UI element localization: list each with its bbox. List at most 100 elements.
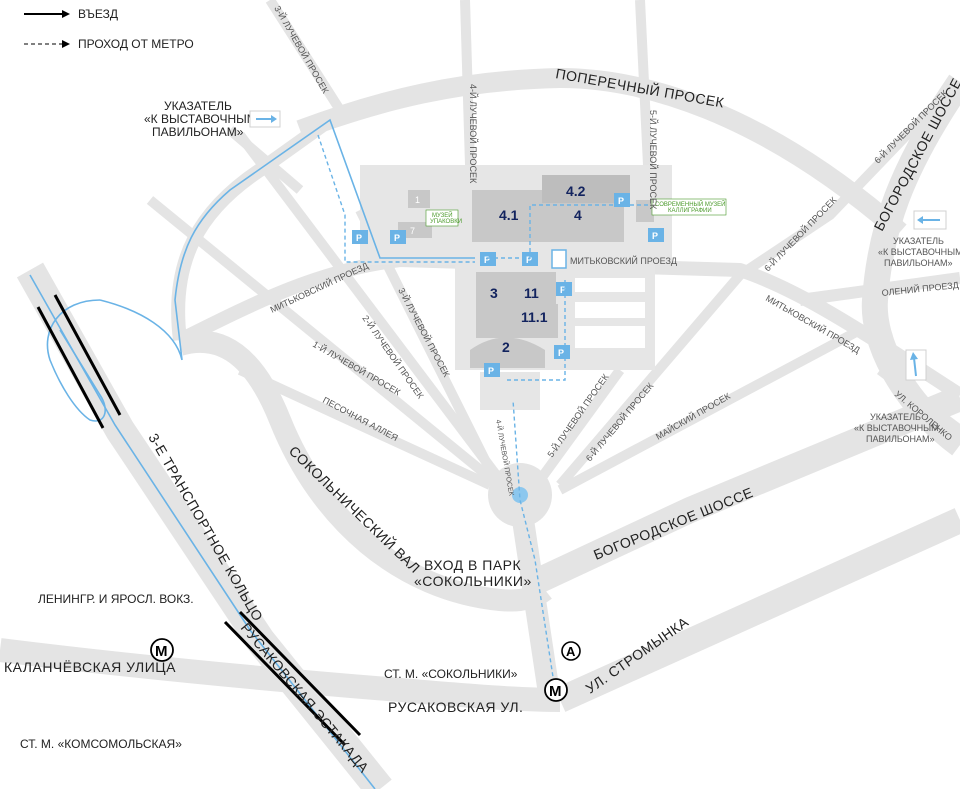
bold-lines xyxy=(36,294,362,747)
svg-text:P: P xyxy=(484,255,490,265)
pavilion-label-1: 1 xyxy=(415,195,420,205)
road-ttk xyxy=(16,262,392,789)
parking-icon[interactable]: P xyxy=(352,230,368,244)
museum-packaging-line1: МУЗЕЙ xyxy=(432,211,453,219)
road-pesochnaya xyxy=(237,365,493,490)
svg-text:P: P xyxy=(652,231,658,241)
parking-icons: P P P P P P P P P xyxy=(352,193,664,377)
sign-right-top: УКАЗАТЕЛЬ «К ВЫСТАВОЧНЫМ ПАВИЛЬОНАМ» xyxy=(878,210,960,268)
svg-text:P: P xyxy=(558,348,564,358)
road-rusakovskaya xyxy=(0,638,561,712)
pavilion-11-1[interactable] xyxy=(518,304,558,338)
rusakovskaya-estakada-line-2 xyxy=(223,620,347,747)
rusakovskaya-estakada-line-1 xyxy=(238,610,362,737)
info-sign-icon xyxy=(551,249,567,269)
pavilion-label-11: 11 xyxy=(524,285,539,301)
legend-entry-label: ВЪЕЗД xyxy=(78,7,118,21)
pavilion-label-4: 4 xyxy=(574,207,582,223)
parking-icon[interactable]: P xyxy=(648,228,664,242)
pavilion-7[interactable] xyxy=(398,222,432,238)
museum-calligraphy-line2: КАЛЛИГРАФИИ xyxy=(668,208,712,214)
walk-routes xyxy=(317,134,650,691)
metro-icon[interactable]: М xyxy=(150,638,174,662)
svg-text:М: М xyxy=(549,683,562,700)
svg-text:«К ВЫСТАВОЧНЫМ: «К ВЫСТАВОЧНЫМ xyxy=(854,423,939,433)
road-poperechny xyxy=(296,68,907,240)
svg-text:А: А xyxy=(566,644,576,659)
walk-route-metro xyxy=(512,399,556,691)
arrow-left-icon xyxy=(917,216,923,224)
parking-icon[interactable]: P xyxy=(614,193,630,207)
label-kalanchevskaya: КАЛАНЧЁВСКАЯ УЛИЦА xyxy=(4,659,176,675)
svg-text:УКАЗАТЕЛЬ: УКАЗАТЕЛЬ xyxy=(893,236,944,246)
pavilion-2[interactable] xyxy=(470,337,545,369)
svg-text:P: P xyxy=(394,233,400,243)
sign-right-bottom: УКАЗАТЕЛЬ «К ВЫСТАВОЧНЫМ ПАВИЛЬОНАМ» xyxy=(854,349,939,444)
road-bogorodskoe-s xyxy=(534,385,960,592)
road-oleny xyxy=(799,272,960,306)
svg-text:«К ВЫСТАВОЧНЫМ: «К ВЫСТАВОЧНЫМ xyxy=(878,247,960,257)
label-metro-sokolniki: СТ. М. «СОКОЛЬНИКИ» xyxy=(384,667,518,681)
place-labels: ВХОД В ПАРК «СОКОЛЬНИКИ» СТ. М. «СОКОЛЬН… xyxy=(20,557,532,751)
svg-text:«К ВЫСТАВОЧНЫМ: «К ВЫСТАВОЧНЫМ xyxy=(144,112,257,126)
pavilion-label-4-2: 4.2 xyxy=(566,183,586,199)
parking-icon[interactable]: P xyxy=(554,345,570,359)
road-luch2 xyxy=(236,131,504,484)
pavilion-4-1[interactable] xyxy=(472,190,552,242)
label-maysky: МАЙСКИЙ ПРОСЕК xyxy=(654,390,733,442)
label-pesochnaya: ПЕСОЧНАЯ АЛЛЕЯ xyxy=(321,395,400,443)
svg-text:P: P xyxy=(526,255,532,265)
road-stromynka xyxy=(554,508,960,712)
pavilion-3[interactable] xyxy=(476,272,518,338)
bus-stop-icon[interactable]: А xyxy=(561,641,581,661)
pavilion-label-3: 3 xyxy=(490,285,498,301)
pavilion-4[interactable] xyxy=(552,200,624,242)
pavilion-11[interactable] xyxy=(518,272,556,304)
label-luch4: 4-Й ЛУЧЕВОЙ ПРОСЕК xyxy=(468,84,479,184)
svg-text:ПАВИЛЬОНАМ»: ПАВИЛЬОНАМ» xyxy=(152,125,244,139)
parking-icon[interactable]: P xyxy=(390,230,406,244)
parking-icon[interactable]: P xyxy=(556,282,572,296)
exhibition-area xyxy=(360,165,672,410)
legend: ВЪЕЗД ПРОХОД ОТ МЕТРО xyxy=(24,7,194,51)
svg-text:P: P xyxy=(488,366,494,376)
label-park-entrance-2: «СОКОЛЬНИКИ» xyxy=(414,573,532,589)
road-luch6 xyxy=(556,86,954,489)
pavilion-label-7: 7 xyxy=(410,226,415,236)
car-route-loop xyxy=(46,299,106,422)
road-korolenko xyxy=(877,366,960,434)
walk-route-pavilions-left xyxy=(317,134,475,263)
metro-icon[interactable]: М xyxy=(544,678,568,702)
road-left-connector xyxy=(171,114,335,341)
ttk-estakada-line-2 xyxy=(36,306,105,429)
label-metro-komsomolskaya: СТ. М. «КОМСОМОЛЬСКАЯ» xyxy=(20,737,182,751)
pavilion-label-4-1: 4.1 xyxy=(499,207,519,223)
pavilion-label-2: 2 xyxy=(502,339,510,355)
arrow-up-icon xyxy=(910,352,918,360)
svg-text:ПАВИЛЬОНАМ»: ПАВИЛЬОНАМ» xyxy=(866,434,935,444)
ttk-estakada-line-1 xyxy=(53,294,122,416)
road-left-2 xyxy=(226,126,304,194)
parking-icon[interactable]: P xyxy=(484,363,500,377)
label-luch5-top: 5-Й ЛУЧЕВОЙ ПРОСЕК xyxy=(648,110,659,210)
road-luch4 xyxy=(460,0,475,166)
label-luch6-mid: 6-Й ЛУЧЕВОЙ ПРОСЕК xyxy=(762,194,839,274)
svg-text:P: P xyxy=(560,285,566,295)
car-routes xyxy=(29,118,475,789)
pavilion-1[interactable] xyxy=(408,190,430,208)
road-maysky xyxy=(557,325,863,495)
label-stations: ЛЕНИНГР. и ЯРОСЛ. ВОКЗ. xyxy=(38,592,194,606)
road-luch5 xyxy=(535,0,653,483)
svg-text:ПАВИЛЬОНАМ»: ПАВИЛЬОНАМ» xyxy=(884,258,953,268)
legend-walk-label: ПРОХОД ОТ МЕТРО xyxy=(78,37,194,51)
museum-labels: МУЗЕЙ УПАКОВКИ СОВРЕМЕННЫЙ МУЗЕЙ КАЛЛИГР… xyxy=(425,198,727,227)
svg-text:P: P xyxy=(356,233,362,243)
sign-left: УКАЗАТЕЛЬ «К ВЫСТАВОЧНЫМ ПАВИЛЬОНАМ» xyxy=(144,99,281,139)
svg-text:М: М xyxy=(155,643,168,660)
walk-route-pavilions-right xyxy=(505,280,566,381)
pavilion-numbers: 4.2 4.1 4 3 11 11.1 2 1 7 xyxy=(410,183,586,355)
parking-icon[interactable]: P xyxy=(480,252,496,266)
parking-icon[interactable]: P xyxy=(522,252,538,266)
label-mitkovsky-center: МИТЬКОВСКИЙ ПРОЕЗД xyxy=(570,255,677,266)
